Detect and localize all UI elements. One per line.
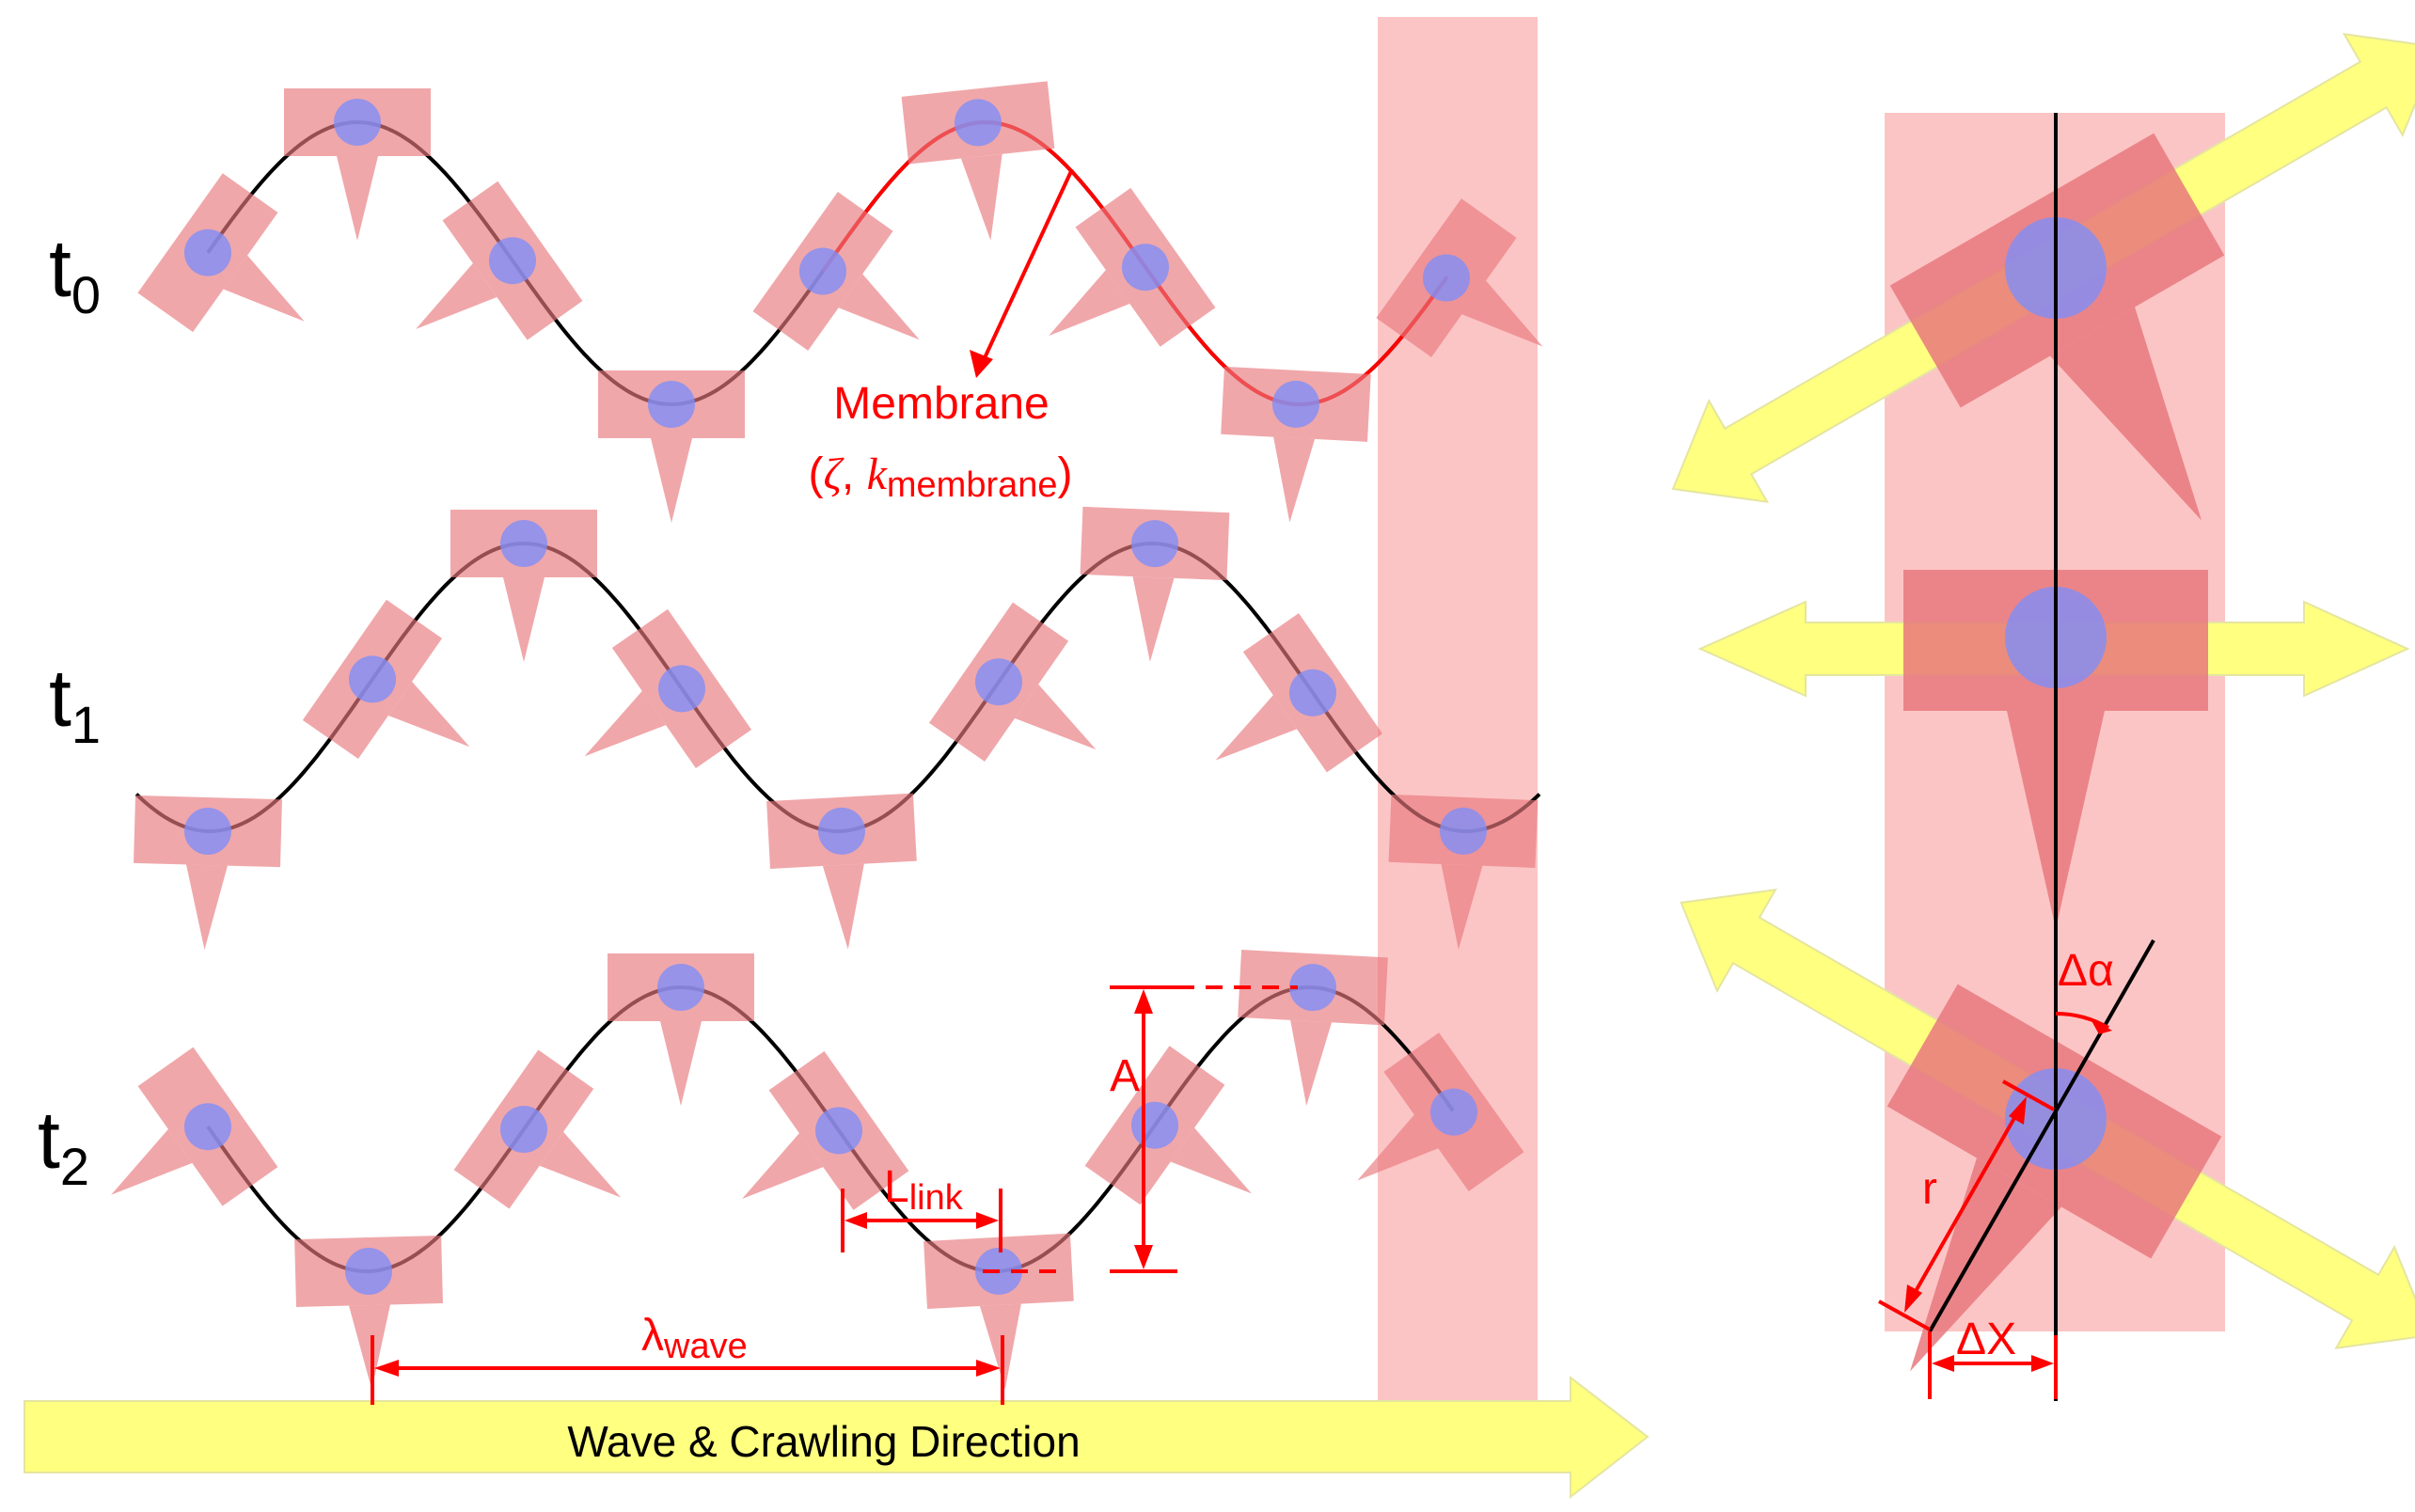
- detail-panel: Δα r ΔX: [1671, 33, 2415, 1448]
- delta-x-label: ΔX: [1956, 1315, 2016, 1364]
- nucleus: [345, 1248, 392, 1295]
- cell: [752, 192, 920, 351]
- amplitude-label: A: [1110, 1051, 1140, 1101]
- delta-alpha-arc: [2055, 1012, 2109, 1030]
- direction-arrow-label: Wave & Crawling Direction: [567, 1417, 1080, 1466]
- row-label-t2: t2: [38, 1095, 89, 1196]
- nucleus: [975, 658, 1022, 706]
- row-label-t0: t0: [49, 224, 101, 324]
- cell: [1080, 506, 1230, 662]
- link-length-annotation: Llink: [841, 1162, 1002, 1252]
- nucleus: [184, 1103, 231, 1151]
- nucleus: [1423, 254, 1470, 302]
- delta-alpha-label: Δα: [2058, 946, 2114, 996]
- nucleus: [500, 1106, 547, 1153]
- amplitude-annotation: A: [983, 985, 1298, 1273]
- cell: [453, 1049, 622, 1209]
- cell: [928, 602, 1097, 762]
- cell: [608, 953, 754, 1106]
- row-t2: [111, 949, 1524, 1390]
- nucleus: [184, 808, 231, 855]
- nucleus: [799, 247, 846, 295]
- direction-arrow: Wave & Crawling Direction: [24, 1375, 1649, 1500]
- cell: [416, 181, 583, 340]
- cell: [766, 793, 917, 950]
- cells-t1: [134, 506, 1539, 950]
- nucleus: [1430, 1088, 1477, 1136]
- membrane-label: Membrane: [833, 379, 1049, 429]
- nucleus: [955, 99, 1002, 147]
- cell: [901, 81, 1055, 241]
- nucleus: [500, 520, 547, 567]
- nucleus: [1131, 1101, 1178, 1149]
- cell: [1238, 949, 1388, 1106]
- nucleus: [1272, 380, 1319, 428]
- wavelength-annotation: λwave: [371, 1311, 1004, 1405]
- nucleus: [1122, 244, 1169, 291]
- cell: [302, 599, 470, 759]
- cell: [584, 608, 752, 769]
- cells-t2: [111, 949, 1524, 1390]
- cell: [134, 795, 282, 950]
- cell: [598, 370, 745, 523]
- cell: [1376, 198, 1543, 357]
- nucleus: [1289, 669, 1336, 717]
- nucleus: [658, 665, 705, 713]
- wavelength-label: λwave: [641, 1311, 748, 1366]
- nucleus: [657, 964, 704, 1011]
- cells-t0: [137, 81, 1543, 523]
- tilted-axis: [1928, 939, 2155, 1332]
- cell: [284, 88, 431, 241]
- nucleus: [349, 655, 396, 703]
- nucleus: [1289, 964, 1336, 1012]
- cell: [294, 1235, 443, 1390]
- cell: [450, 510, 597, 662]
- membrane-annotation: Membrane (ζ, kmembrane): [808, 168, 1074, 505]
- nucleus: [648, 381, 695, 428]
- nucleus: [815, 1107, 862, 1155]
- nucleus: [1131, 520, 1178, 568]
- nucleus: [334, 99, 381, 146]
- row-t0: [137, 81, 1543, 523]
- cell: [1215, 613, 1383, 773]
- membrane-params: (ζ, kmembrane): [808, 449, 1072, 505]
- cell: [1357, 1032, 1524, 1191]
- cell: [137, 173, 305, 333]
- radius-label: r: [1922, 1164, 1937, 1214]
- link-length-label: Llink: [884, 1162, 964, 1218]
- row-t1: [134, 506, 1541, 950]
- nucleus: [1440, 807, 1487, 855]
- row-label-t1: t1: [49, 654, 101, 754]
- cell: [1221, 366, 1371, 523]
- cell: [1049, 187, 1216, 347]
- cell: [1388, 794, 1539, 950]
- cell: [742, 1050, 909, 1210]
- nucleus: [184, 228, 231, 276]
- cell: [111, 1047, 278, 1206]
- nucleus: [818, 807, 865, 855]
- nucleus: [489, 237, 536, 285]
